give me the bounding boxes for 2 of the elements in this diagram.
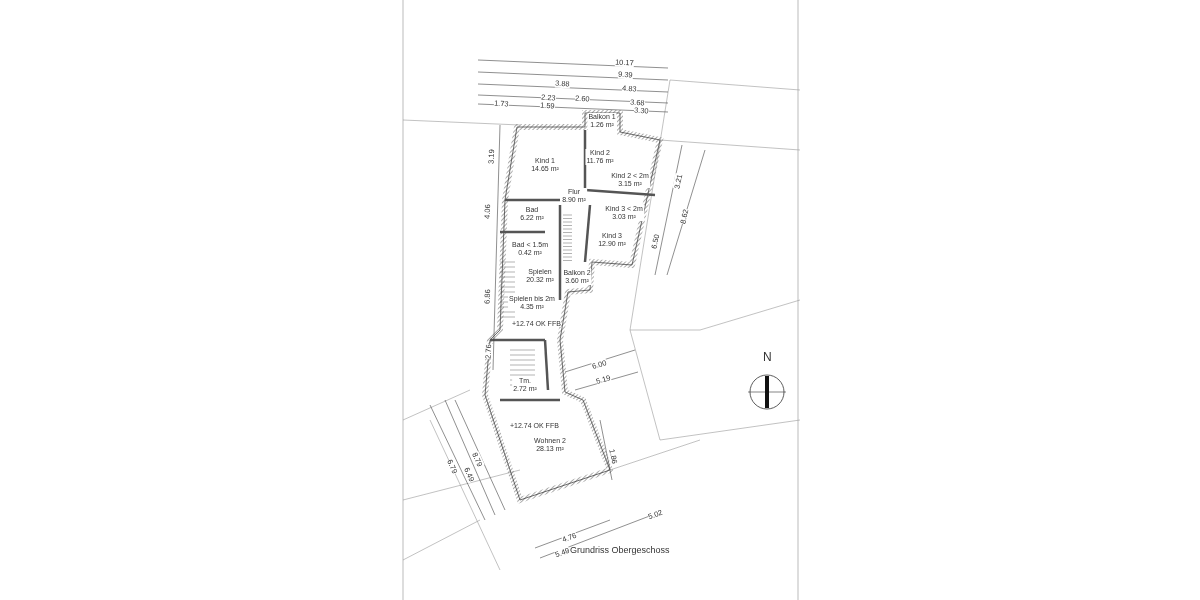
drawing-caption: Grundriss Obergeschoss	[570, 545, 670, 555]
north-label: N	[763, 350, 772, 364]
